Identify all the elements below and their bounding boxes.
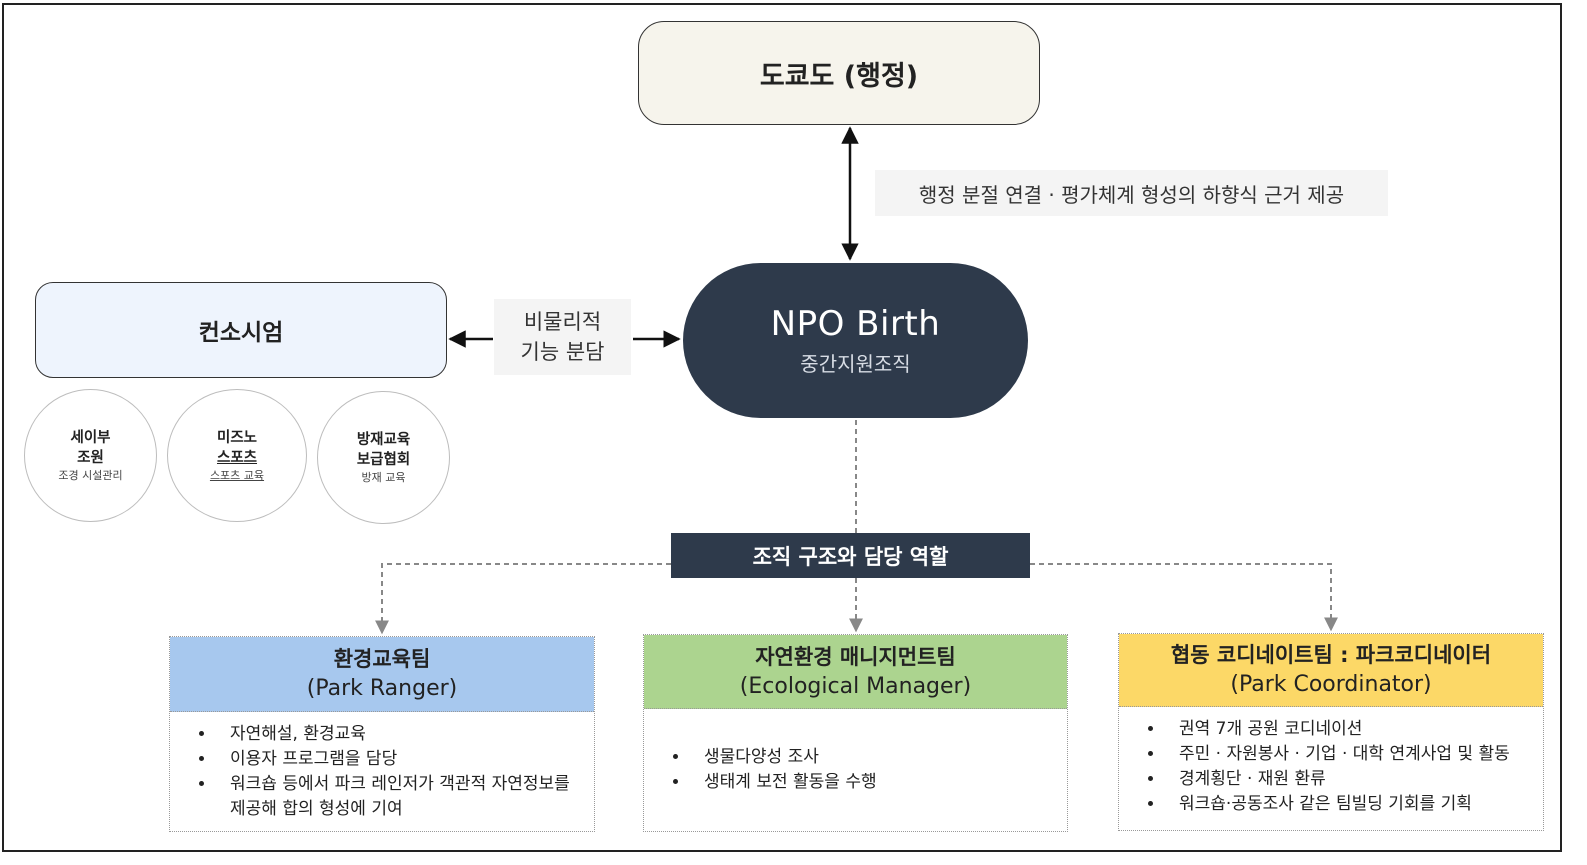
org-to-coop-dashed (1030, 563, 1338, 632)
org-structure-text: 조직 구조와 담당 역할 (752, 544, 949, 569)
list-item: 경계횡단 · 재원 환류 (1165, 767, 1543, 792)
admin-link-label: 행정 분절 연결 · 평가체계 형성의 하향식 근거 제공 (875, 170, 1388, 216)
function-split-line2: 기능 분담 (520, 340, 605, 364)
member-name-line1: 세이부 (70, 429, 111, 446)
member-name-line2: 스포츠 (216, 449, 258, 466)
team-role: (Park Coordinator) (1230, 672, 1432, 697)
member-name-line1: 방재교육 (356, 431, 411, 448)
member-desc: 스포츠 교육 (209, 468, 265, 482)
team-name: 협동 코디네이트팀 : 파크코디네이터 (1170, 643, 1492, 667)
admin-link-text: 행정 분절 연결 · 평가체계 형성의 하향식 근거 제공 (918, 182, 1345, 207)
team-role: (Park Ranger) (306, 676, 458, 701)
list-item: 자연해설, 환경교육 (216, 722, 594, 747)
team-environment-education: 환경교육팀 (Park Ranger) 자연해설, 환경교육 이용자 프로그램을… (169, 636, 595, 832)
list-item: 생태계 보전 활동을 수행 (690, 770, 1067, 795)
npo-birth-node: NPO Birth 중간지원조직 (683, 263, 1028, 418)
tokyo-government-box: 도쿄도 (행정) (638, 21, 1040, 125)
team-role: (Ecological Manager) (739, 673, 972, 699)
diagram-frame (2, 3, 1562, 852)
team-duty-list: 권역 7개 공원 코디네이션 주민 · 자원봉사 · 기업 · 대학 연계사업 … (1119, 707, 1543, 817)
team-ecological-management: 자연환경 매니지먼트팀 (Ecological Manager) 생물다양성 조… (643, 634, 1068, 832)
member-circle-disaster: 방재교육 보급협회 방재 교육 (317, 391, 450, 524)
team-duty-list: 자연해설, 환경교육 이용자 프로그램을 담당 워크숍 등에서 파크 레인저가 … (170, 712, 594, 822)
npo-title: NPO Birth (770, 304, 941, 344)
consortium-title: 컨소시엄 (198, 320, 284, 346)
team-header: 자연환경 매니지먼트팀 (Ecological Manager) (644, 635, 1067, 709)
member-circle-seibu: 세이부 조원 조경 시설관리 (24, 389, 157, 522)
function-split-label: 비물리적 기능 분담 (494, 299, 631, 375)
member-circle-mizuno: 미즈노 스포츠 스포츠 교육 (167, 389, 307, 522)
list-item: 워크숍·공동조사 같은 팀빌딩 기회를 기획 (1165, 792, 1543, 817)
tokyo-title: 도쿄도 (행정) (759, 60, 919, 92)
team-name: 환경교육팀 (333, 647, 431, 671)
list-item: 생물다양성 조사 (690, 745, 1067, 770)
member-desc: 조경 시설관리 (58, 468, 123, 482)
member-desc: 방재 교육 (361, 470, 406, 484)
member-name-line2: 조원 (77, 449, 104, 466)
member-name-line1: 미즈노 (216, 429, 258, 446)
list-item: 권역 7개 공원 코디네이션 (1165, 717, 1543, 742)
org-to-edu-dashed (375, 563, 671, 635)
team-header: 협동 코디네이트팀 : 파크코디네이터 (Park Coordinator) (1119, 634, 1543, 707)
list-item: 워크숍 등에서 파크 레인저가 객관적 자연정보를 제공해 합의 형성에 기여 (216, 772, 575, 822)
npo-subtitle: 중간지원조직 (800, 352, 911, 376)
member-name-line2: 보급협회 (356, 451, 411, 468)
list-item: 주민 · 자원봉사 · 기업 · 대학 연계사업 및 활동 (1165, 742, 1543, 767)
team-cooperative-coordination: 협동 코디네이트팀 : 파크코디네이터 (Park Coordinator) 권… (1118, 633, 1544, 831)
consortium-box: 컨소시엄 (35, 282, 447, 378)
team-name: 자연환경 매니지먼트팀 (755, 644, 956, 669)
team-duty-list: 생물다양성 조사 생태계 보전 활동을 수행 (644, 709, 1067, 795)
team-header: 환경교육팀 (Park Ranger) (170, 637, 594, 712)
org-structure-label: 조직 구조와 담당 역할 (671, 533, 1030, 578)
list-item: 이용자 프로그램을 담당 (216, 747, 594, 772)
function-split-line1: 비물리적 (523, 310, 602, 334)
